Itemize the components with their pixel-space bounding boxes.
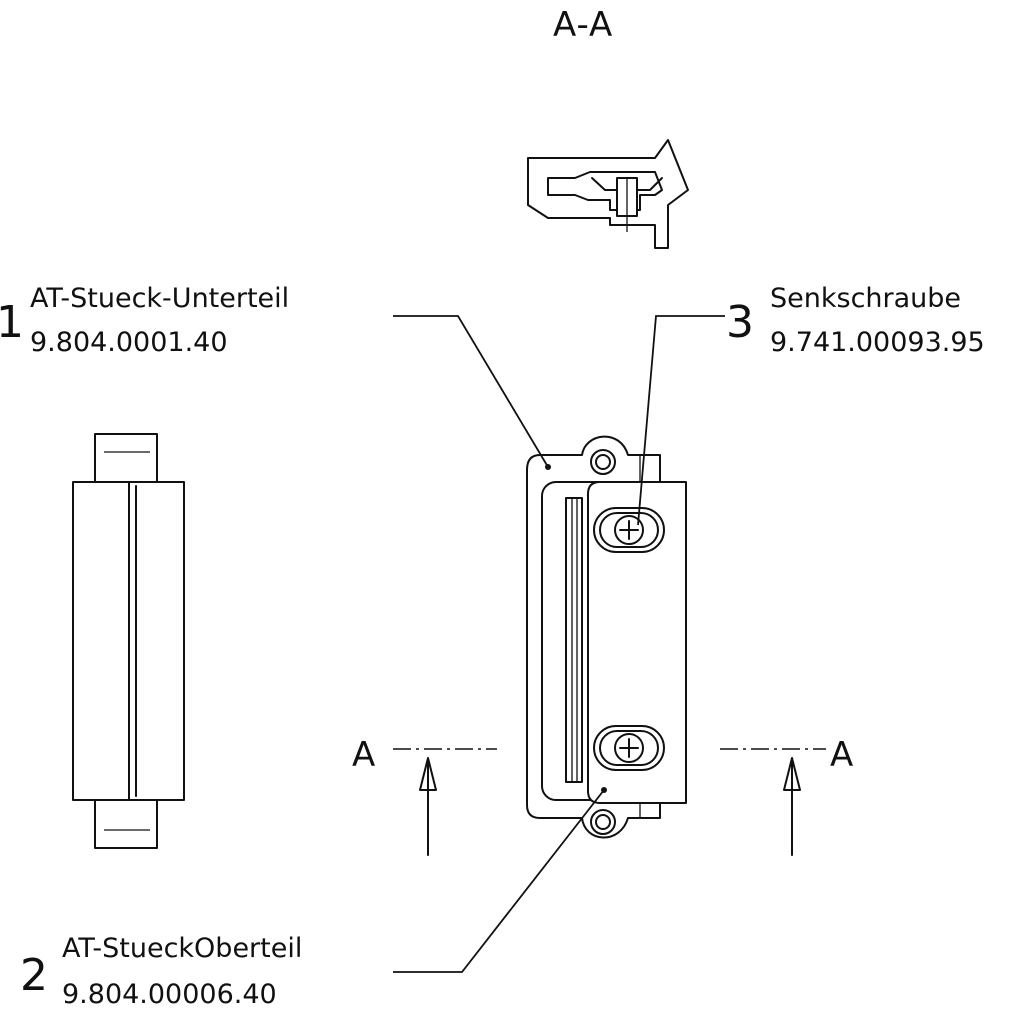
side-view — [72, 433, 185, 849]
part-2-name: AT-StueckOberteil — [62, 933, 302, 964]
callout-part-1: 1 AT-Stueck-Unterteil 9.804.0001.40 — [0, 283, 289, 358]
front-view — [526, 435, 687, 839]
leader-lines — [393, 315, 725, 973]
section-title: A-A — [553, 5, 613, 45]
callout-part-3: 3 Senkschraube 9.741.00093.95 — [726, 283, 985, 358]
part-3-number-code: 9.741.00093.95 — [770, 327, 985, 358]
part-3-name: Senkschraube — [770, 283, 961, 314]
section-mark-right: A — [830, 735, 853, 775]
part-2-number-code: 9.804.00006.40 — [62, 979, 277, 1009]
part-1-number: 1 — [0, 297, 24, 348]
part-3-number: 3 — [726, 297, 754, 348]
callout-part-2: 2 AT-StueckOberteil 9.804.00006.40 — [20, 933, 302, 1009]
part-1-name: AT-Stueck-Unterteil — [30, 283, 289, 314]
section-view-a-a — [527, 139, 689, 249]
section-mark-left: A — [352, 735, 375, 775]
part-2-number: 2 — [20, 950, 48, 1001]
section-cut-line: A A — [352, 735, 853, 856]
part-1-number-code: 9.804.0001.40 — [30, 327, 228, 358]
